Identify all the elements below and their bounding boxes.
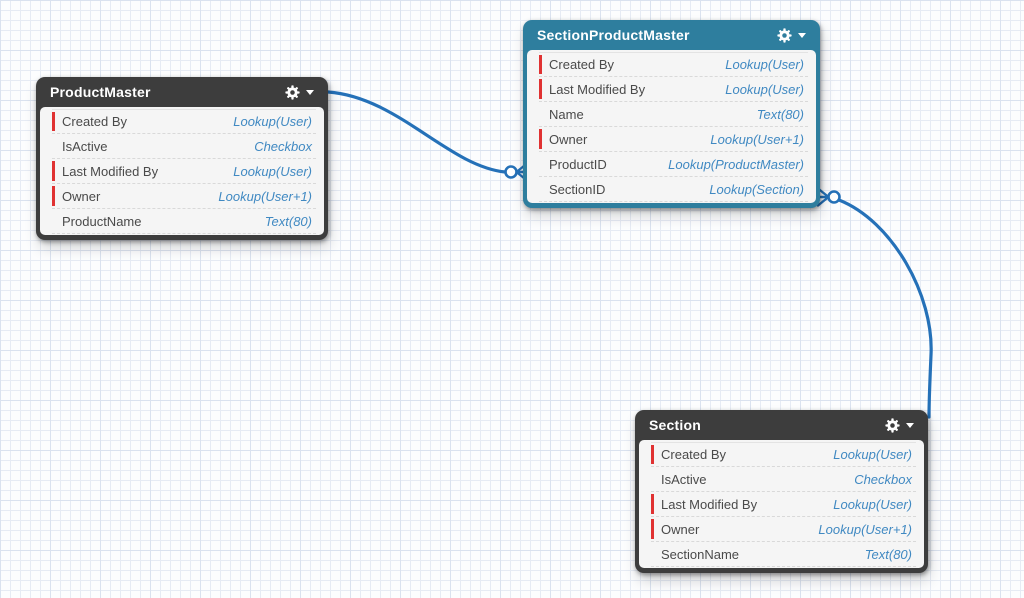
field-type: Text(80): [264, 213, 312, 229]
relationship-line[interactable]: [837, 198, 933, 419]
field-name: Owner: [661, 521, 700, 537]
entity-menu-button[interactable]: [284, 84, 314, 101]
entity-field-row[interactable]: Owner Lookup(User+1): [539, 127, 808, 152]
field-type: Text(80): [864, 546, 912, 562]
field-name: ProductID: [549, 156, 607, 172]
entity-field-row[interactable]: SectionName Text(80): [651, 542, 916, 567]
entity-field-row[interactable]: Last Modified By Lookup(User): [539, 77, 808, 102]
entity-field-list: Created By Lookup(User) IsActive Checkbo…: [639, 440, 924, 568]
entity-title: Section: [649, 417, 701, 433]
relationship-productmaster-sectionproductmaster[interactable]: [326, 90, 529, 182]
field-type: Lookup(User): [833, 447, 912, 462]
field-type: Lookup(User): [833, 496, 912, 512]
gear-icon: [885, 417, 900, 433]
field-type: Lookup(User+1): [710, 131, 804, 147]
field-type: Lookup(User+1): [818, 521, 912, 537]
entity-menu-button[interactable]: [884, 417, 914, 434]
entity-field-row[interactable]: Name Text(80): [539, 102, 808, 127]
entity-field-row[interactable]: IsActive Checkbox: [52, 134, 316, 159]
entity-field-row[interactable]: ProductID Lookup(ProductMaster): [539, 152, 808, 177]
field-name: Created By: [661, 447, 727, 462]
field-name: Name: [549, 106, 584, 122]
entity-field-row[interactable]: Last Modified By Lookup(User): [651, 492, 916, 517]
relationship-sectionproductmaster-section[interactable]: [816, 187, 933, 419]
field-name: ProductName: [62, 213, 142, 229]
field-type: Checkbox: [854, 471, 912, 487]
gear-icon: [285, 84, 300, 100]
field-type: Lookup(User): [233, 163, 312, 179]
entity-field-row[interactable]: Owner Lookup(User+1): [52, 184, 316, 209]
entity-menu-button[interactable]: [776, 27, 806, 44]
field-name: SectionName: [661, 546, 740, 562]
entity-section[interactable]: Section Created By Lookup(User) IsAc: [635, 410, 928, 573]
entity-field-row[interactable]: SectionID Lookup(Section): [539, 177, 808, 202]
entity-productmaster[interactable]: ProductMaster Created By Lookup(User): [36, 77, 328, 240]
field-type: Lookup(User): [725, 57, 804, 72]
field-type: Lookup(ProductMaster): [668, 156, 804, 172]
entity-field-row[interactable]: Created By Lookup(User): [539, 52, 808, 77]
caret-down-icon: [306, 89, 314, 95]
entity-field-row[interactable]: IsActive Checkbox: [651, 467, 916, 492]
entity-sectionproductmaster[interactable]: SectionProductMaster Created By Lookup(U…: [523, 20, 820, 208]
field-type: Lookup(User): [725, 81, 804, 97]
entity-field-row[interactable]: ProductName Text(80): [52, 209, 316, 234]
field-name: Last Modified By: [549, 81, 646, 97]
field-name: Created By: [549, 57, 615, 72]
cardinality-circle-icon: [827, 190, 841, 204]
field-name: IsActive: [661, 471, 707, 487]
field-type: Text(80): [756, 106, 804, 122]
field-type: Lookup(User): [233, 114, 312, 129]
field-type: Lookup(Section): [709, 181, 804, 197]
entity-title: SectionProductMaster: [537, 27, 690, 43]
entity-field-row[interactable]: Last Modified By Lookup(User): [52, 159, 316, 184]
caret-down-icon: [798, 32, 806, 38]
entity-field-list: Created By Lookup(User) IsActive Checkbo…: [40, 107, 324, 235]
field-name: Created By: [62, 114, 128, 129]
entity-field-row[interactable]: Created By Lookup(User): [651, 442, 916, 467]
field-name: SectionID: [549, 181, 606, 197]
entity-header[interactable]: SectionProductMaster: [527, 20, 816, 50]
field-name: Last Modified By: [62, 163, 159, 179]
entity-field-row[interactable]: Created By Lookup(User): [52, 109, 316, 134]
caret-down-icon: [906, 422, 914, 428]
field-name: Last Modified By: [661, 496, 758, 512]
field-type: Lookup(User+1): [218, 188, 312, 204]
field-name: IsActive: [62, 138, 108, 154]
field-name: Owner: [62, 188, 101, 204]
cardinality-circle-icon: [504, 165, 518, 179]
field-name: Owner: [549, 131, 588, 147]
entity-field-row[interactable]: Owner Lookup(User+1): [651, 517, 916, 542]
gear-icon: [777, 27, 792, 43]
entity-header[interactable]: ProductMaster: [40, 77, 324, 107]
field-type: Checkbox: [254, 138, 312, 154]
entity-title: ProductMaster: [50, 84, 151, 100]
entity-header[interactable]: Section: [639, 410, 924, 440]
relationship-line[interactable]: [326, 90, 507, 174]
entity-field-list: Created By Lookup(User) Last Modified By…: [527, 50, 816, 203]
